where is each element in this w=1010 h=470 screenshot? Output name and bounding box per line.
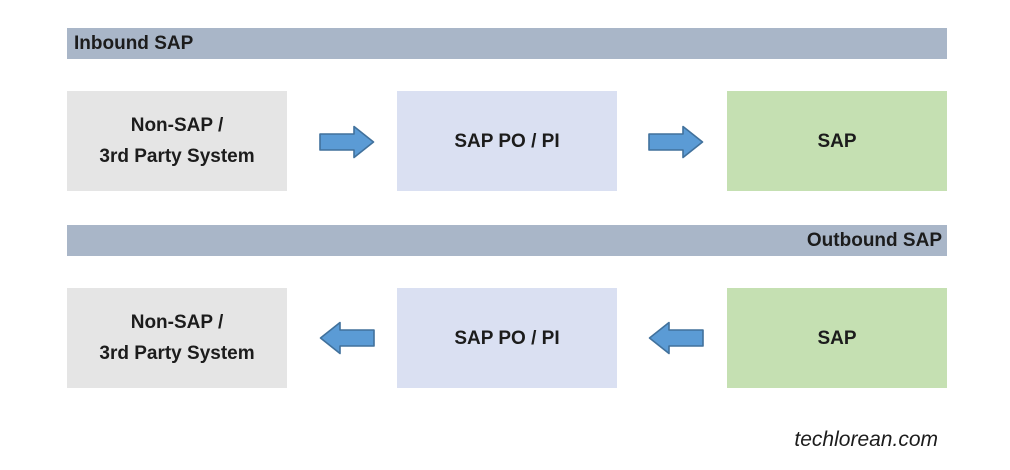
block-arrow-right-icon (319, 125, 375, 159)
inbound-sap-node: SAP (727, 91, 947, 191)
outbound-section-header: Outbound SAP (67, 225, 947, 256)
block-arrow-left-icon (648, 321, 704, 355)
outbound-sap-po-pi-node: SAP PO / PI (397, 288, 617, 388)
outbound-sap-node: SAP (727, 288, 947, 388)
inbound-nonsap-node: Non-SAP / 3rd Party System (67, 91, 287, 191)
inbound-sap-label: SAP (817, 130, 857, 152)
inbound-section-header: Inbound SAP (67, 28, 947, 59)
watermark-text: techlorean.com (794, 428, 938, 451)
inbound-nonsap-label-line1: Non-SAP / (130, 115, 224, 136)
inbound-sap-po-pi-label: SAP PO / PI (454, 130, 560, 152)
outbound-sap-label: SAP (817, 327, 857, 349)
outbound-nonsap-label-line2: 3rd Party System (99, 343, 255, 364)
block-arrow-left-icon (319, 321, 375, 355)
inbound-nonsap-label-line2: 3rd Party System (99, 146, 255, 167)
outbound-nonsap-label-line1: Non-SAP / (130, 312, 224, 333)
block-arrow-right-icon (648, 125, 704, 159)
inbound-sap-po-pi-node: SAP PO / PI (397, 91, 617, 191)
outbound-nonsap-node: Non-SAP / 3rd Party System (67, 288, 287, 388)
outbound-sap-po-pi-label: SAP PO / PI (454, 327, 560, 349)
